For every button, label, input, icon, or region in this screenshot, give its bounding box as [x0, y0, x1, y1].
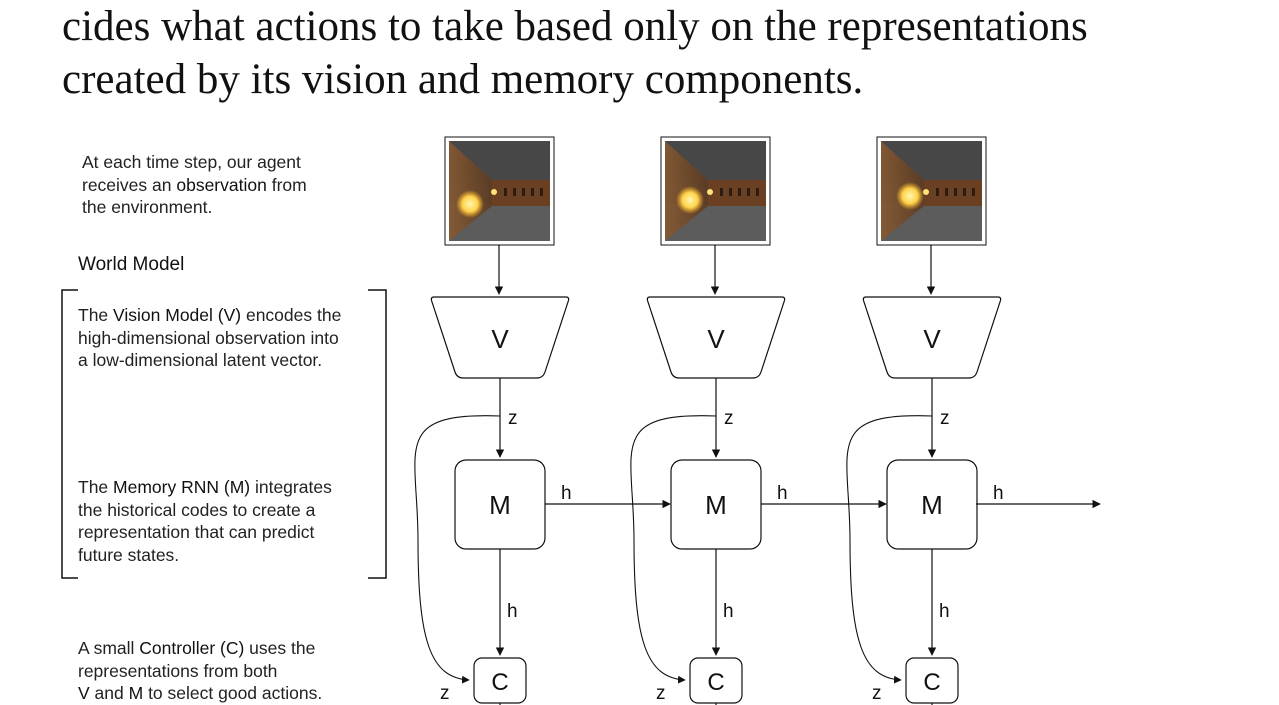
fireball-icon	[676, 186, 704, 214]
heading-line-2: created by its vision and memory compone…	[62, 56, 864, 103]
memory-line-3: representation that can predict	[78, 522, 315, 542]
vision-line-2: high-dimensional observation into	[78, 327, 339, 348]
vision-model-box	[430, 296, 570, 379]
observation-window	[945, 188, 948, 196]
world-model-title: World Model	[78, 254, 185, 275]
v-label: V	[707, 324, 725, 354]
observation-window	[747, 188, 750, 196]
observation-line-1: At each time step, our agent	[82, 152, 301, 172]
m-label: M	[921, 490, 943, 520]
controller-line-1: A small Controller (C) uses the	[78, 637, 322, 660]
controller-m-term: M	[128, 683, 144, 703]
observation-window	[972, 188, 975, 196]
world-model-bracket-left	[61, 289, 78, 579]
z-label: z	[940, 408, 950, 429]
controller-line-3-post: to select good actions.	[143, 683, 323, 703]
observation-window	[729, 188, 732, 196]
controller-line-3: V and M to select good actions.	[78, 682, 322, 705]
h-down-label: h	[939, 601, 950, 622]
c-label: C	[707, 669, 724, 696]
observation-window	[522, 188, 525, 196]
vision-line-3: a low-dimensional latent vector.	[78, 350, 323, 370]
observation-line-2-post: from	[266, 174, 307, 195]
controller-v-term: V	[78, 683, 90, 703]
z-skip-arrow	[630, 415, 717, 684]
h-right-label: h	[993, 483, 1004, 504]
controller-line-1-pre: A small	[78, 638, 140, 658]
z-skip-arrow	[846, 415, 933, 684]
memory-line-1: The Memory RNN (M) integrates	[78, 476, 332, 499]
observation-window	[738, 188, 741, 196]
memory-line-2: the historical codes to create a	[78, 499, 316, 520]
fireball-small-icon	[707, 189, 713, 195]
z-controller-label: z	[440, 683, 450, 704]
observation-window	[531, 188, 534, 196]
h-down-label: h	[507, 601, 518, 622]
v-label: V	[491, 324, 509, 354]
world-model-bracket-right	[368, 289, 387, 579]
h-right-label: h	[561, 483, 572, 504]
observation-line-2: receives an observation from	[82, 174, 307, 197]
observation-window	[540, 188, 543, 196]
z-label: z	[508, 408, 518, 429]
fireball-small-icon	[491, 189, 497, 195]
observation-window	[756, 188, 759, 196]
vision-model-box	[646, 296, 786, 379]
fireball-icon	[456, 190, 484, 218]
observation-window	[504, 188, 507, 196]
vision-line-1: The Vision Model (V) encodes the	[78, 304, 341, 327]
observation-window	[720, 188, 723, 196]
observation-window	[963, 188, 966, 196]
observation-window	[936, 188, 939, 196]
memory-description: The Memory RNN (M) integrates the histor…	[78, 476, 332, 566]
observation-term: observation	[176, 174, 267, 195]
z-controller-label: z	[656, 683, 666, 704]
fireball-icon	[896, 182, 924, 210]
m-label: M	[705, 490, 727, 520]
controller-line-3-mid: and	[89, 683, 129, 703]
h-down-label: h	[723, 601, 734, 622]
controller-line-2: representations from both	[78, 660, 278, 681]
memory-rnn-term: Memory RNN (M)	[113, 477, 251, 497]
memory-line-4: future states.	[78, 544, 180, 565]
observation-line-3: the environment.	[82, 197, 213, 217]
c-label: C	[491, 669, 508, 696]
memory-line-1-post: integrates	[250, 477, 332, 497]
controller-line-1-post: uses the	[244, 638, 316, 658]
observation-window	[954, 188, 957, 196]
controller-description: A small Controller (C) uses the represen…	[78, 637, 322, 705]
c-label: C	[923, 669, 940, 696]
z-skip-arrow	[414, 415, 501, 684]
memory-line-1-pre: The	[78, 477, 114, 497]
heading-text: cides what actions to take based only on…	[62, 0, 1242, 106]
fireball-small-icon	[923, 189, 929, 195]
vision-line-1-post: encodes the	[241, 305, 342, 325]
observation-line-2-pre: receives an	[82, 174, 177, 195]
h-right-label: h	[777, 483, 788, 504]
vision-model-box	[862, 296, 1002, 379]
m-label: M	[489, 490, 511, 520]
z-label: z	[724, 408, 734, 429]
z-controller-label: z	[872, 683, 882, 704]
heading-line-1: cides what actions to take based only on…	[62, 3, 1088, 50]
vision-model-term: Vision Model (V)	[113, 305, 242, 325]
vision-line-1-pre: The	[78, 305, 114, 325]
controller-term: Controller (C)	[139, 638, 245, 658]
observation-window	[513, 188, 516, 196]
observation-description: At each time step, our agent receives an…	[82, 151, 307, 219]
v-label: V	[923, 324, 941, 354]
vision-description: The Vision Model (V) encodes the high-di…	[78, 304, 341, 372]
